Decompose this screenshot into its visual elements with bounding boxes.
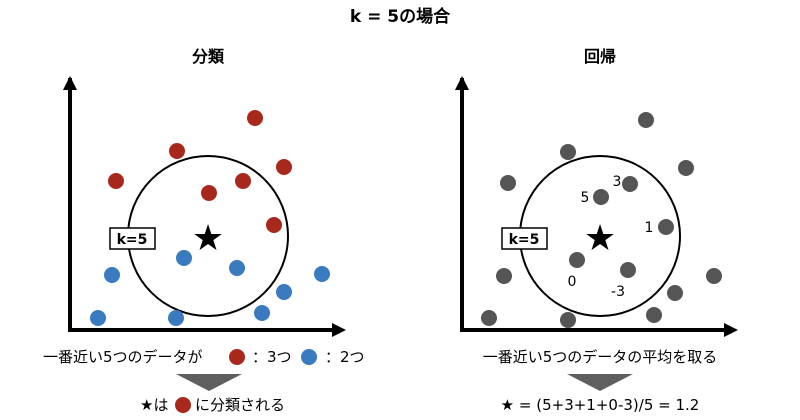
query-star-icon: ★ <box>192 218 224 259</box>
blue-data-point <box>104 267 120 283</box>
regression-title: 回帰 <box>584 47 616 66</box>
value-label: 1 <box>645 220 654 236</box>
y-axis-arrowhead <box>63 76 77 90</box>
blue-data-point <box>229 260 245 276</box>
y-axis-arrowhead <box>455 76 469 90</box>
k-label: k=5 <box>509 232 540 248</box>
blue-data-point <box>254 305 270 321</box>
gray-data-point <box>658 219 674 235</box>
red-data-point <box>247 110 263 126</box>
down-arrow-icon <box>176 374 242 391</box>
red-legend-dot <box>229 349 245 365</box>
red-count: ：3つ <box>252 348 292 366</box>
red-data-point <box>169 143 185 159</box>
main-title: k = 5の場合 <box>350 6 451 27</box>
gray-data-point <box>560 144 576 160</box>
value-label: -3 <box>611 284 625 300</box>
classification-caption: 一番近い5つのデータが <box>43 348 203 366</box>
red-data-point <box>235 173 251 189</box>
red-data-point <box>108 173 124 189</box>
regression-result: ★ = (5+3+1+0-3)/5 = 1.2 <box>501 396 700 414</box>
result-red-dot <box>175 397 191 413</box>
gray-data-point <box>560 312 576 328</box>
regression-panel: 回帰 ★ k=5 5 3 1 0 -3 一番近い5つのデータの平均を取る ★ =… <box>455 47 738 414</box>
gray-data-point <box>593 189 609 205</box>
down-arrow-icon <box>567 374 633 391</box>
result-suffix: に分類される <box>195 396 285 414</box>
gray-data-point <box>706 268 722 284</box>
x-axis-arrowhead <box>332 323 346 337</box>
query-star-icon: ★ <box>584 218 616 259</box>
blue-count: ：2つ <box>325 348 365 366</box>
classification-title: 分類 <box>192 47 225 66</box>
gray-data-point <box>496 268 512 284</box>
k-label-box <box>109 227 156 250</box>
regression-caption: 一番近い5つのデータの平均を取る <box>483 348 718 366</box>
x-axis-arrowhead <box>724 323 738 337</box>
value-label: 5 <box>581 190 590 206</box>
value-label: 0 <box>568 274 577 290</box>
gray-data-point <box>569 252 585 268</box>
classification-panel: 分類 ★ k=5 一番近い5つのデータが ：3つ ：2つ ★は に分類される <box>43 47 365 414</box>
red-data-point <box>276 159 292 175</box>
blue-data-point <box>168 310 184 326</box>
gray-data-point <box>620 262 636 278</box>
blue-legend-dot <box>301 349 317 365</box>
blue-data-point <box>90 310 106 326</box>
gray-data-point <box>678 160 694 176</box>
blue-data-point <box>176 250 192 266</box>
blue-data-point <box>276 284 292 300</box>
gray-data-point <box>638 112 654 128</box>
k-label: k=5 <box>117 232 148 248</box>
gray-data-point <box>500 175 516 191</box>
k-label-box <box>501 227 548 250</box>
gray-data-point <box>646 307 662 323</box>
gray-data-point <box>481 310 497 326</box>
value-label: 3 <box>613 174 622 190</box>
red-data-point <box>266 217 282 233</box>
result-prefix: ★は <box>140 396 168 414</box>
gray-data-point <box>667 285 683 301</box>
red-data-point <box>201 185 217 201</box>
gray-data-point <box>622 176 638 192</box>
blue-data-point <box>314 266 330 282</box>
